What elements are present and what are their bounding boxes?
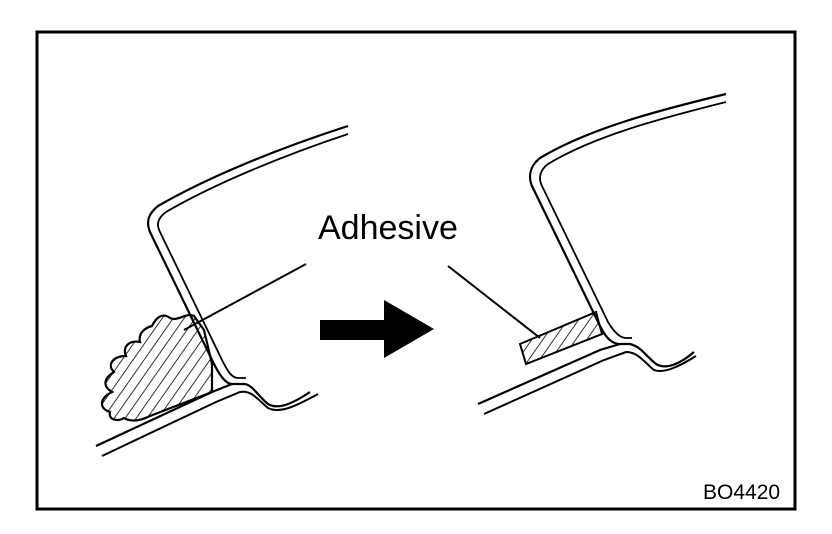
flange-top-before bbox=[95, 382, 233, 447]
adhesive-bead-before bbox=[100, 314, 214, 422]
figure-frame bbox=[35, 30, 797, 511]
panel-outline-after bbox=[529, 92, 727, 368]
panel-inner-before bbox=[157, 133, 349, 379]
arrow-right-icon bbox=[320, 300, 434, 358]
flange-top-after bbox=[477, 342, 621, 406]
adhesive-bead-after bbox=[518, 310, 604, 366]
panel-inner-after bbox=[539, 101, 727, 339]
figure-code: BO4420 bbox=[703, 481, 781, 504]
flange-bottom-after bbox=[483, 350, 697, 415]
leader-line-right bbox=[447, 265, 541, 339]
leader-line-left bbox=[183, 263, 307, 331]
flange-bottom-before bbox=[101, 390, 319, 457]
adhesive-label: Adhesive bbox=[318, 209, 458, 247]
panel-outline-before bbox=[147, 124, 349, 408]
